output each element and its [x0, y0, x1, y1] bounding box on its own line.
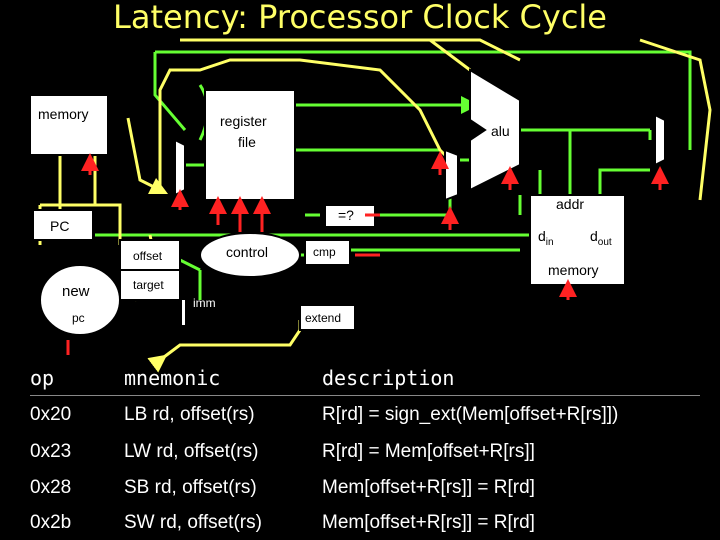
mux-alu [444, 148, 459, 202]
row-1-mnemonic: LW rd, offset(rs) [124, 441, 259, 462]
row-3-mnemonic: SW rd, offset(rs) [124, 512, 262, 533]
extend-box [299, 304, 356, 331]
green-wires [95, 50, 692, 300]
extend-label: extend [305, 311, 342, 325]
control-label: control [226, 244, 269, 260]
mux-regfile [174, 138, 186, 197]
dout-label: dout [590, 228, 612, 248]
table-header-description: description [322, 366, 455, 390]
row-0-op: 0x20 [30, 404, 72, 425]
eq-label: =? [338, 207, 354, 223]
row-3-op: 0x2b [30, 512, 72, 533]
addr-label: addr [556, 196, 585, 212]
row-1-description: R[rd] = Mem[offset+R[rs]] [322, 441, 535, 462]
din-label: din [538, 228, 554, 248]
table-divider [30, 395, 700, 396]
register-file-label-1: register [220, 113, 267, 129]
new-pc-label-2: pc [72, 311, 85, 325]
cmp-box [304, 239, 351, 266]
row-2-mnemonic: SB rd, offset(rs) [124, 477, 257, 498]
table-header-mnemonic: mnemonic [124, 366, 221, 390]
control-ellipse [199, 232, 301, 278]
data-memory-box [529, 194, 626, 286]
row-2-description: Mem[offset+R[rs]] = R[rd] [322, 477, 535, 498]
row-0-mnemonic: LB rd, offset(rs) [124, 404, 255, 425]
memory-left-label: memory [38, 106, 89, 122]
memory-right-label: memory [548, 262, 599, 278]
table-header-op: op [30, 366, 55, 390]
alu-label: alu [491, 123, 510, 139]
slide-title: Latency: Processor Clock Cycle [113, 0, 607, 36]
control-arrows [66, 151, 669, 355]
cmp-label: cmp [313, 245, 336, 259]
alu-shape [469, 68, 521, 192]
new-pc-label-1: new [62, 283, 90, 300]
target-box [119, 269, 181, 301]
row-1-op: 0x23 [30, 441, 72, 462]
register-file-label-2: file [238, 134, 256, 150]
mux-writeback [654, 113, 666, 167]
offset-label: offset [133, 249, 163, 263]
instruction-memory-box [29, 94, 109, 156]
offset-box [119, 239, 181, 271]
pc-box [32, 209, 94, 241]
imm-label: imm [193, 296, 216, 310]
row-2-op: 0x28 [30, 477, 72, 498]
row-3-description: Mem[offset+R[rs]] = R[rd] [322, 512, 535, 533]
pc-label: PC [50, 218, 70, 234]
target-label: target [133, 278, 164, 292]
register-file-box [204, 89, 296, 201]
row-0-description: R[rd] = sign_ext(Mem[offset+R[rs]]) [322, 404, 619, 425]
